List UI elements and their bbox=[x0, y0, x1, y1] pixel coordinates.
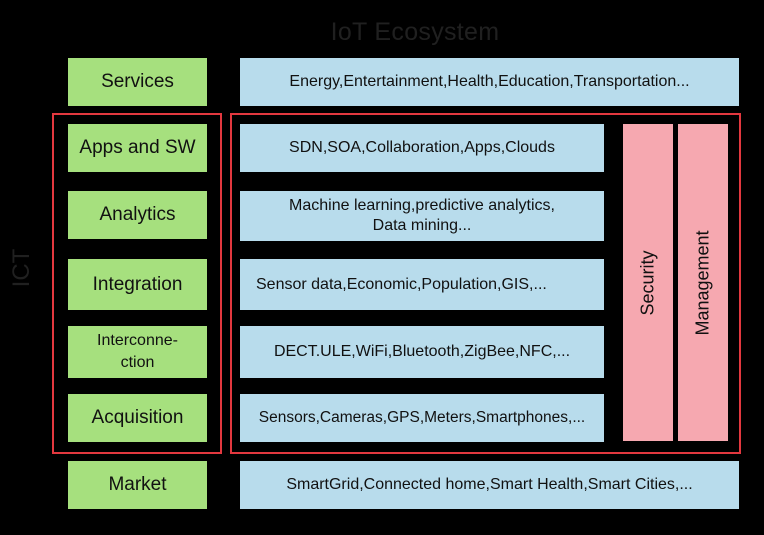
detail-integration: Sensor data,Economic,Population,GIS,... bbox=[240, 259, 604, 310]
layer-interconnection: Interconne- ction bbox=[68, 326, 207, 378]
security-label: Security bbox=[637, 249, 658, 316]
detail-acquisition: Sensors,Cameras,GPS,Meters,Smartphones,.… bbox=[240, 394, 604, 442]
detail-apps-and-sw: SDN,SOA,Collaboration,Apps,Clouds bbox=[240, 124, 604, 172]
layer-market: Market bbox=[68, 461, 207, 509]
ict-label: ICT bbox=[8, 248, 35, 288]
layer-integration: Integration bbox=[68, 259, 207, 310]
detail-analytics: Machine learning,predictive analytics, D… bbox=[240, 191, 604, 241]
detail-interconnection: DECT.ULE,WiFi,Bluetooth,ZigBee,NFC,... bbox=[240, 326, 604, 378]
layer-analytics: Analytics bbox=[68, 191, 207, 239]
management-column: Management bbox=[678, 124, 728, 441]
detail-market: SmartGrid,Connected home,Smart Health,Sm… bbox=[240, 461, 739, 509]
ict-details-frame bbox=[230, 113, 741, 454]
layer-acquisition: Acquisition bbox=[68, 394, 207, 442]
layer-apps-and-sw: Apps and SW bbox=[68, 124, 207, 172]
ict-layers-frame bbox=[52, 113, 222, 454]
layer-services: Services bbox=[68, 58, 207, 106]
diagram-title: IoT Ecosystem bbox=[330, 18, 500, 46]
detail-services: Energy,Entertainment,Health,Education,Tr… bbox=[240, 58, 739, 106]
security-column: Security bbox=[623, 124, 673, 441]
management-label: Management bbox=[692, 229, 713, 336]
